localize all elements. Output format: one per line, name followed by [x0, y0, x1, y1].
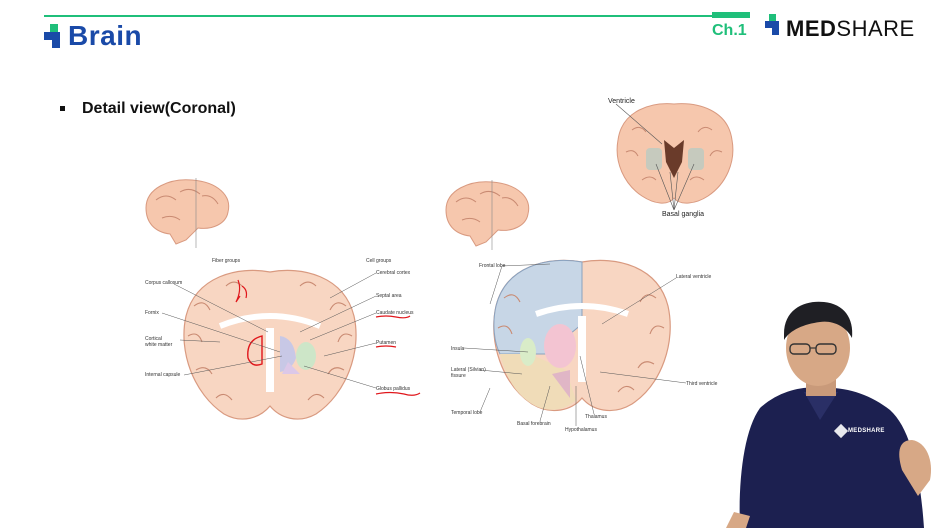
coronal-fiber-cell-diagram	[183, 269, 357, 420]
label-corpus-callosum: Corpus callosum	[145, 280, 183, 286]
label-fornix: Fornix	[145, 310, 159, 316]
coronal-lobes-diagram	[493, 259, 671, 412]
section-heading: Detail view(Coronal)	[82, 100, 236, 117]
medshare-logo-icon	[765, 14, 779, 35]
sagittal-brain-right	[445, 180, 530, 250]
brand-bold: MED	[786, 16, 837, 41]
label-thalamus: Thalamus	[585, 414, 607, 420]
coronal-ventricle-illustration	[615, 103, 734, 211]
label-cerebral-cortex: Cerebral cortex	[376, 270, 411, 276]
sagittal-brain-left	[145, 178, 230, 248]
chapter-tab	[712, 12, 750, 18]
label-putamen: Putamen	[376, 340, 397, 346]
label-cell-groups: Cell groups	[366, 258, 392, 264]
label-globus-pallidus: Globus pallidus	[376, 386, 411, 392]
label-temporal-lobe: Temporal lobe	[451, 410, 483, 416]
left-diagram-leader-lines	[161, 272, 421, 396]
label-cortical-white-matter: Cortical white matter	[145, 336, 173, 348]
label-third-ventricle: Third ventricle	[686, 381, 718, 387]
label-lateral-fissure: Lateral (Silvian) fissure	[451, 367, 486, 379]
brain-logo-icon	[44, 24, 60, 48]
label-hypothalamus: Hypothalamus	[565, 427, 597, 433]
label-frontal-lobe: Frontal lobe	[479, 263, 506, 269]
label-basal-ganglia: Basal ganglia	[662, 211, 705, 218]
header-rule	[44, 15, 750, 17]
chapter-label: Ch.1	[712, 22, 747, 39]
course-logo-text: Brain	[68, 20, 143, 51]
label-ventricle: Ventricle	[608, 98, 635, 105]
presenter-figure	[726, 301, 932, 528]
label-septal-area: Septal area	[376, 293, 402, 299]
label-insula: Insula	[451, 346, 465, 352]
bullet-icon	[60, 106, 65, 111]
brand-light: SHARE	[836, 16, 915, 41]
shirt-logo: MEDSHARE	[848, 428, 885, 434]
label-fiber-groups: Fiber groups	[212, 258, 241, 264]
label-caudate-nucleus: Caudate nucleus	[376, 310, 414, 316]
brand-wordmark: MEDSHARE	[786, 16, 915, 42]
label-lateral-ventricle: Lateral ventricle	[676, 274, 712, 280]
label-internal-capsule: Internal capsule	[145, 372, 181, 378]
label-basal-forebrain: Basal forebrain	[517, 421, 551, 427]
right-diagram-leader-lines	[463, 263, 687, 426]
